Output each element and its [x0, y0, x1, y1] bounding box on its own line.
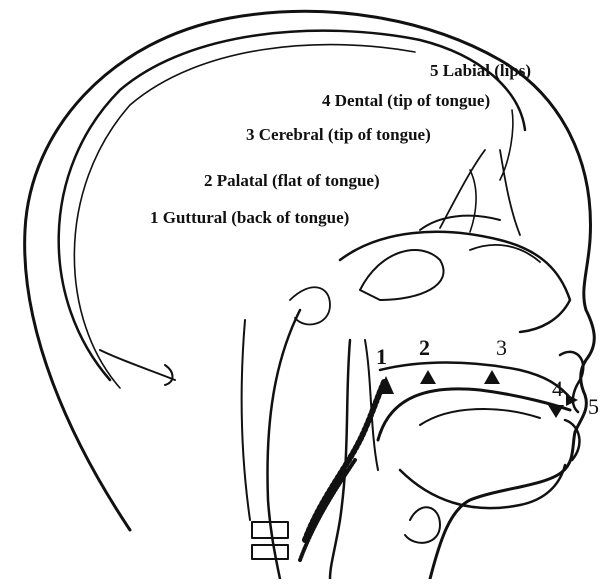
- label-guttural: 1 Guttural (back of tongue): [150, 209, 349, 226]
- marker-2: 2: [419, 337, 430, 359]
- label-dental: 4 Dental (tip of tongue): [322, 92, 490, 109]
- point-2-arrow: [420, 370, 436, 384]
- label-cerebral: 3 Cerebral (tip of tongue): [246, 126, 431, 143]
- point-3-arrow: [484, 370, 500, 384]
- jaw: [400, 465, 565, 508]
- marker-1: 1: [376, 346, 387, 368]
- tongue: [378, 389, 570, 440]
- label-labial: 5 Labial (lips): [430, 62, 531, 79]
- head-contour: [25, 11, 595, 579]
- palate: [380, 363, 572, 401]
- marker-4: 4: [552, 378, 563, 400]
- label-palatal: 2 Palatal (flat of tongue): [204, 172, 380, 189]
- point-4-arrow: [548, 405, 564, 418]
- marker-5: 5: [588, 396, 599, 418]
- marker-3: 3: [496, 337, 507, 359]
- nasal-cavity: [340, 232, 570, 332]
